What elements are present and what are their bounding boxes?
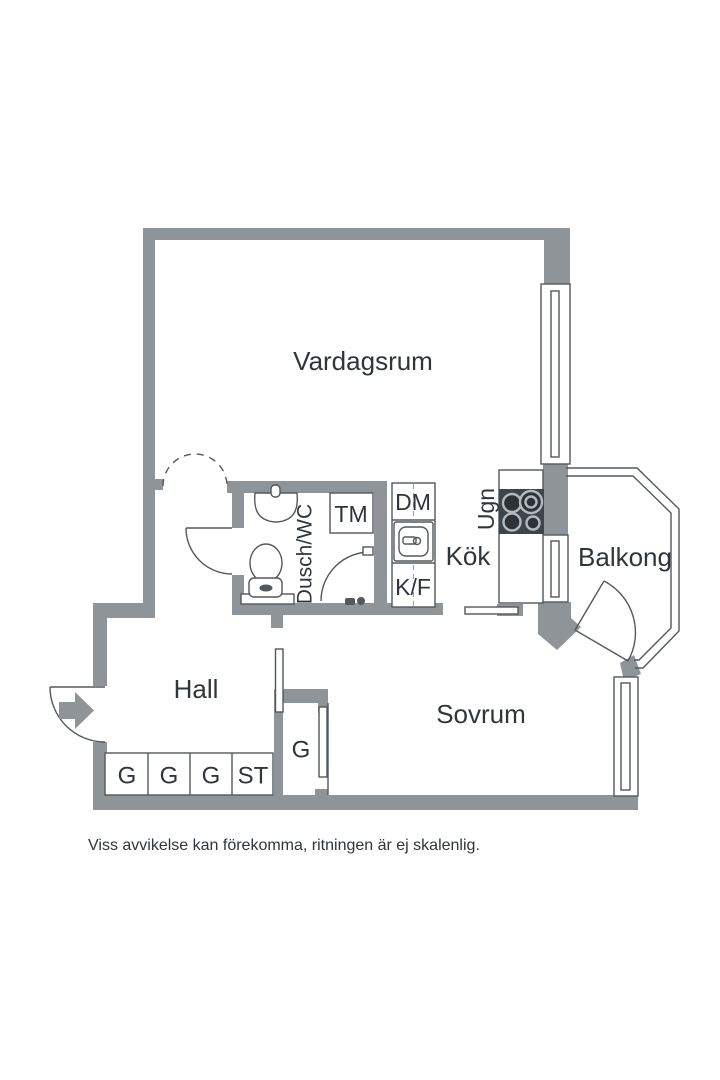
wardrobe-1-label: G	[118, 763, 137, 790]
entry-door-swing	[49, 686, 106, 743]
kitchen-label: Kök	[446, 541, 492, 571]
stove-burner-tl	[501, 492, 523, 514]
wall-right-top-corner	[544, 228, 570, 285]
hall-label: Hall	[174, 674, 219, 704]
wall-left-lower	[93, 742, 107, 797]
shower-screen-arc	[320, 551, 371, 602]
fridge-freezer-label: K/F	[395, 574, 431, 600]
bathroom-door-swing	[185, 527, 233, 575]
wardrobes	[104, 703, 329, 796]
kitchen-sink-faucet	[402, 536, 417, 545]
wall-balcony-door-catch	[620, 655, 641, 681]
kitchen-sink-drain	[412, 536, 422, 546]
shower-screen-handle	[362, 546, 374, 556]
wardrobe-2-label: G	[160, 763, 179, 790]
wall-closet-top	[274, 689, 328, 703]
wall-bottom	[93, 795, 638, 810]
washing-machine-label: TM	[334, 501, 367, 527]
entry-arrow-shaft	[59, 702, 76, 719]
oven-label: Ugn	[473, 488, 499, 530]
wall-opening-stub-left	[155, 479, 163, 490]
toilet-bowl	[249, 543, 283, 583]
bedroom-closet-sliding-door	[318, 706, 328, 778]
bedroom-label: Sovrum	[436, 699, 526, 729]
living-room-window-glass	[550, 290, 560, 458]
wall-top	[143, 228, 570, 240]
hall-bedroom-sliding-door	[274, 648, 284, 713]
balcony-door-leaf-closed	[574, 629, 629, 662]
kitchen-fixtures	[329, 469, 544, 608]
balcony-label: Balkong	[578, 542, 672, 572]
wall-closet-top-return	[318, 697, 328, 713]
kitchen-bedroom-sliding-door	[464, 606, 519, 615]
wall-bath-south-stub	[271, 615, 283, 628]
dishwasher-label: DM	[395, 489, 431, 515]
wall-hall-closet	[274, 689, 283, 797]
wall-bath-north	[227, 481, 387, 493]
wall-bath-east	[374, 481, 387, 615]
stove-burner-tr-inner	[524, 495, 538, 509]
washbasin	[254, 492, 298, 523]
labels: Vardagsrum Hall Sovrum Kök Balkong Dusch…	[88, 346, 672, 854]
balcony-railing	[566, 467, 680, 669]
wall-bath-west-upper	[232, 481, 244, 528]
wall-right-mid-block	[543, 463, 568, 537]
wall-closet-bottom-stub	[315, 789, 328, 796]
balcony-railing-inner	[566, 475, 672, 661]
entry-arrow-head	[75, 692, 94, 729]
wall-left-mid	[93, 603, 107, 686]
doors	[49, 453, 637, 778]
wall-left-step	[93, 603, 155, 618]
walls	[93, 228, 641, 810]
wall-kitchen-se-corner	[538, 602, 581, 650]
bathroom-label: Dusch/WC	[294, 504, 317, 604]
hall-wardrobe-row	[104, 752, 274, 796]
bedroom-window-glass	[620, 682, 631, 791]
cleaning-closet-label: ST	[238, 763, 269, 790]
living-room-label: Vardagsrum	[293, 346, 433, 376]
stove-burner-bl	[502, 512, 522, 532]
disclaimer-text: Viss avvikelse kan förekomma, ritningen …	[88, 837, 480, 854]
kitchen-window-glass	[550, 540, 560, 598]
toilet-button	[259, 584, 273, 592]
washing-machine-box	[329, 492, 374, 534]
wall-left-upper	[143, 228, 155, 618]
balcony-door-swing	[603, 580, 637, 662]
living-hall-opening-arc	[162, 453, 228, 487]
windows	[540, 283, 639, 797]
balcony-door-leaf-open	[574, 580, 605, 631]
bedroom-wardrobe-label: G	[292, 737, 311, 764]
entry-arrow-icon	[59, 692, 94, 729]
wall-bath-south	[232, 603, 443, 615]
stove-burner-br	[525, 515, 541, 531]
shower-head	[357, 597, 365, 605]
shower-mixer	[345, 598, 355, 605]
wardrobe-3-label: G	[202, 763, 221, 790]
washbasin-faucet	[270, 484, 281, 498]
bathroom-fixtures	[240, 484, 374, 605]
balcony-railing-outer	[566, 467, 680, 669]
